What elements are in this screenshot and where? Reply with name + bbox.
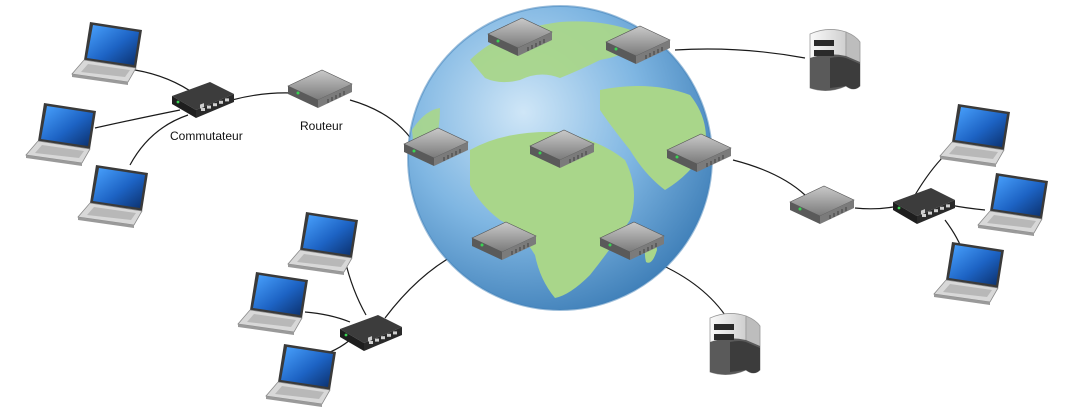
laptop-icon-7 xyxy=(939,103,1011,168)
switch-label: Commutateur xyxy=(170,129,243,143)
link-laptop-2-switch-left xyxy=(94,109,181,129)
laptop-icon-1 xyxy=(71,21,143,86)
laptop-icon-9 xyxy=(933,241,1005,306)
router-icon-left xyxy=(287,69,353,109)
link-globe-north2-server-top xyxy=(674,48,806,59)
network-switch-icon-left xyxy=(172,82,234,118)
network-switch-icon-bottom xyxy=(340,315,402,351)
laptop-icon-6 xyxy=(265,343,337,408)
link-router-left-globe-west xyxy=(349,99,413,141)
link-switch-left-router-left xyxy=(231,92,293,101)
link-laptop-3-switch-left xyxy=(129,114,189,166)
server-icon-bottom xyxy=(709,312,761,376)
link-switch-right-laptop-8 xyxy=(949,204,986,211)
laptop-icon-5 xyxy=(237,271,309,336)
laptop-icon-3 xyxy=(77,164,149,229)
link-laptop-4-switch-bottom xyxy=(344,259,367,316)
laptop-icon-4 xyxy=(287,211,359,276)
link-laptop-6-switch-bottom xyxy=(329,339,351,353)
server-icon-top xyxy=(809,28,861,92)
laptop-icon-8 xyxy=(977,172,1049,237)
link-laptop-5-switch-bottom xyxy=(304,311,351,323)
link-router-right-switch-right xyxy=(854,206,894,210)
laptop-icon-2 xyxy=(25,102,97,167)
link-globe-east-router-right xyxy=(732,159,806,196)
network-switch-icon-right xyxy=(893,188,955,224)
router-label: Routeur xyxy=(300,119,343,133)
router-icon-right xyxy=(789,185,855,225)
